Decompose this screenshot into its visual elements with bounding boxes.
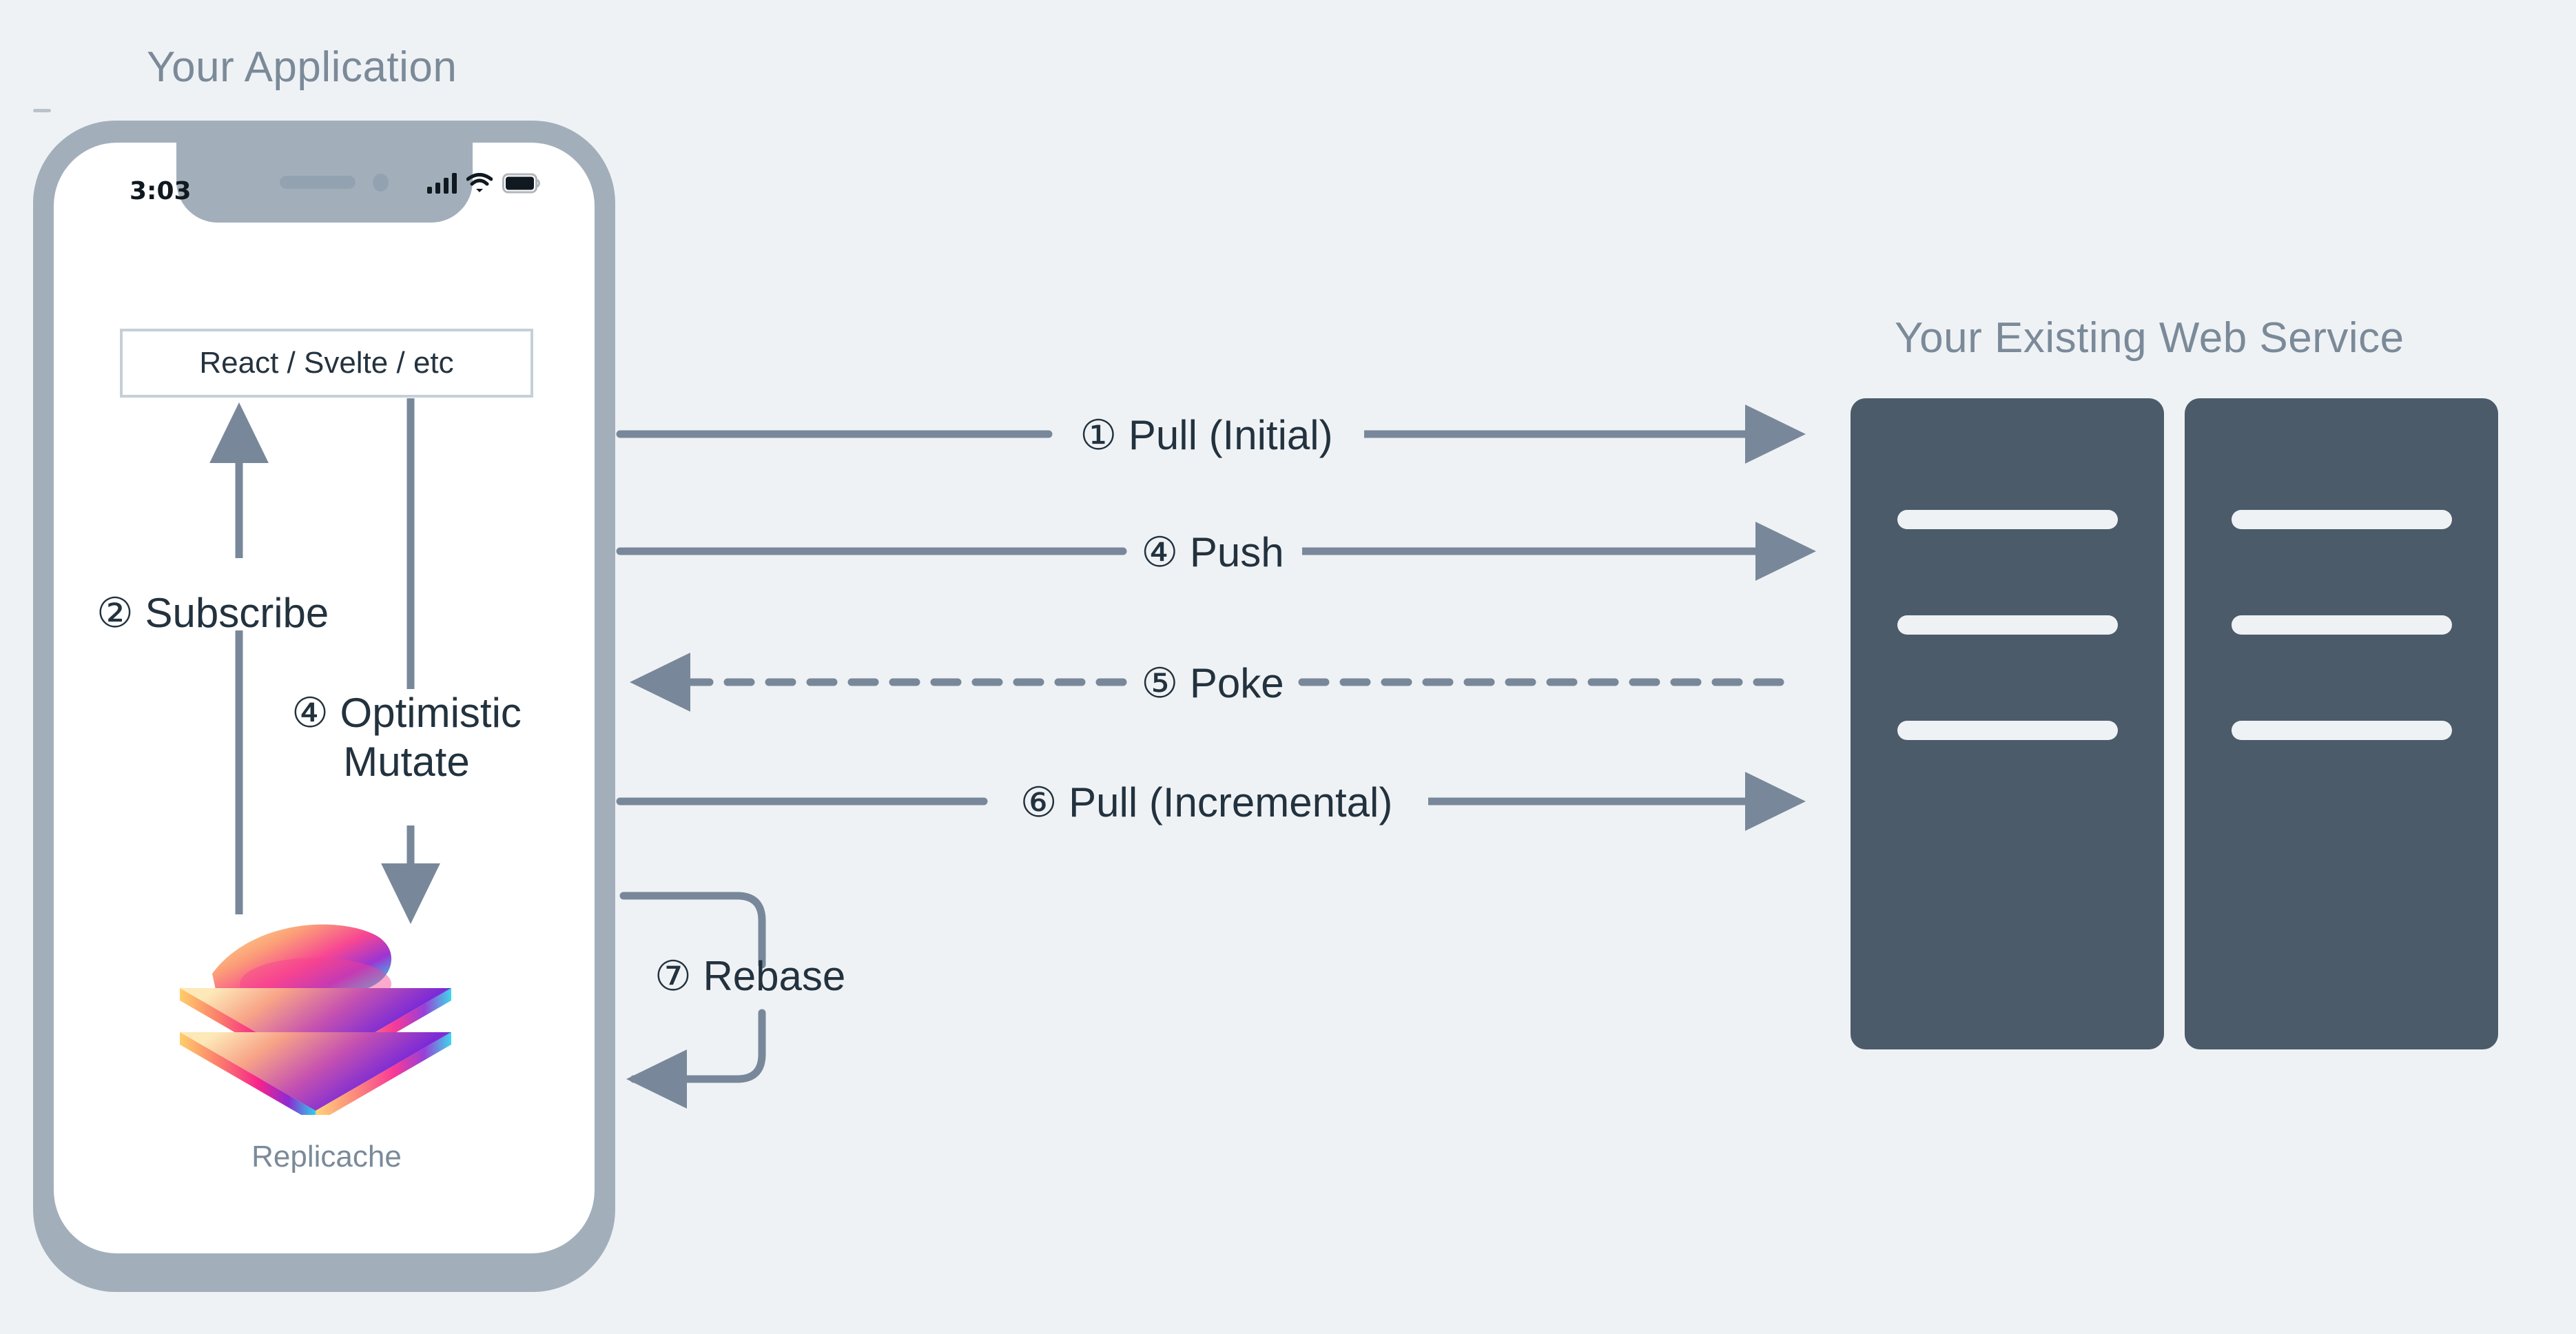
server-slot — [1897, 615, 2118, 635]
phone-camera-icon — [372, 174, 389, 192]
label-subscribe: ② Subscribe — [96, 590, 329, 636]
your-existing-web-service-title: Your Existing Web Service — [1895, 314, 2404, 362]
replicache-logo-label: Replicache — [251, 1140, 402, 1173]
label-poke: ⑤ Poke — [1131, 663, 1294, 704]
server-slot — [1897, 510, 2118, 529]
wifi-icon — [466, 173, 493, 192]
status-bar-icons — [427, 173, 541, 194]
label-rebase: ⑦ Rebase — [655, 953, 846, 999]
label-pull-initial: ① Pull (Initial) — [1070, 415, 1343, 456]
framework-box: React / Svelte / etc — [120, 329, 533, 398]
label-optimistic-mutate-line1: ④ Optimistic — [291, 690, 522, 736]
battery-icon — [502, 173, 540, 194]
label-push: ④ Push — [1131, 532, 1294, 573]
server-rack-2 — [2185, 398, 2498, 1049]
framework-box-label: React / Svelte / etc — [199, 346, 454, 380]
label-pull-incremental: ⑥ Pull (Incremental) — [1010, 782, 1403, 823]
phone-speaker — [279, 176, 356, 189]
label-optimistic-mutate: ④ Optimistic Mutate — [262, 689, 551, 787]
phone-mockup: 3:03 — [33, 121, 615, 1292]
cellular-signal-icon — [427, 173, 457, 194]
server-slot — [2232, 615, 2452, 635]
status-bar-time: 3:03 — [130, 177, 192, 205]
phone-notch — [176, 143, 473, 223]
replicache-logo — [174, 908, 457, 1123]
label-optimistic-mutate-line2: Mutate — [343, 738, 470, 785]
web-service-servers — [1851, 398, 2498, 1049]
server-rack-1 — [1851, 398, 2164, 1049]
your-application-title: Your Application — [147, 43, 457, 91]
server-slot — [2232, 721, 2452, 740]
decorative-dash — [33, 109, 51, 112]
server-slot — [1897, 721, 2118, 740]
server-slot — [2232, 510, 2452, 529]
